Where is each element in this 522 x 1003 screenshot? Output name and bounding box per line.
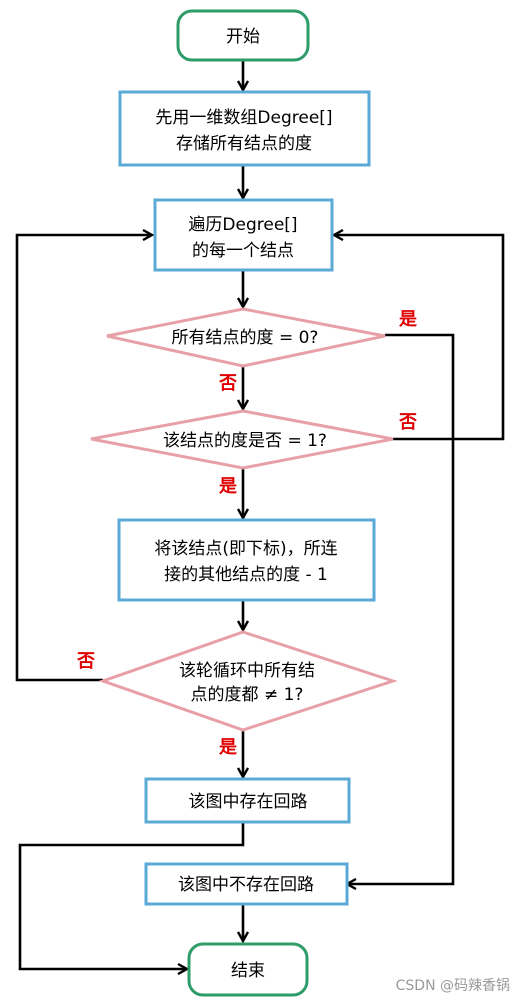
decision1-label: 所有结点的度 = 0? [172, 328, 319, 348]
decision1-yes-label: 是 [398, 309, 417, 330]
step3-node: 将该结点(即下标)，所连 接的其他结点的度 - 1 [117, 518, 376, 602]
decision3-yes-label: 是 [218, 737, 237, 758]
decision1-node: 所有结点的度 = 0? [106, 307, 386, 368]
no-cycle-label: 该图中不存在回路 [178, 875, 314, 895]
step2-line2: 的每一个结点 [192, 241, 294, 261]
decision3-no-label: 否 [76, 651, 95, 672]
decision3-line2: 点的度都 ≠ 1? [191, 685, 304, 705]
arrow-cycle-exists-to-end [18, 822, 245, 969]
start-node: 开始 [176, 9, 310, 62]
decision1-no-label: 否 [218, 373, 237, 394]
arrow-decision3-no-loop [15, 235, 152, 682]
no-cycle-node: 该图中不存在回路 [144, 862, 349, 906]
step1-line1: 先用一维数组Degree[] [155, 108, 332, 128]
cycle-exists-label: 该图中存在回路 [189, 792, 308, 812]
step1-node: 先用一维数组Degree[] 存储所有结点的度 [118, 90, 371, 167]
start-label: 开始 [226, 27, 260, 47]
decision2-label: 该结点的度是否 = 1? [163, 431, 327, 451]
watermark: CSDN @码辣香锅 [396, 978, 510, 994]
decision3-line1: 该轮循环中所有结 [179, 661, 315, 681]
arrow-decision2-no-loop [334, 235, 505, 441]
step2-line1: 遍历Degree[] [188, 215, 297, 235]
connectors [15, 60, 505, 969]
step1-line2: 存储所有结点的度 [176, 134, 312, 154]
step3-line1: 将该结点(即下标)，所连 [154, 539, 337, 559]
arrow-decision1-yes-to-no-cycle [347, 333, 455, 884]
end-label: 结束 [231, 961, 265, 981]
end-node: 结束 [187, 942, 309, 997]
step3-line2: 接的其他结点的度 - 1 [164, 565, 328, 585]
step2-node: 遍历Degree[] 的每一个结点 [153, 198, 334, 272]
decision3-node: 该轮循环中所有结 点的度都 ≠ 1? [98, 630, 398, 732]
cycle-exists-node: 该图中存在回路 [144, 777, 351, 824]
decision2-yes-label: 是 [218, 476, 237, 497]
decision2-no-label: 否 [398, 412, 417, 433]
decision2-node: 该结点的度是否 = 1? [90, 409, 394, 470]
